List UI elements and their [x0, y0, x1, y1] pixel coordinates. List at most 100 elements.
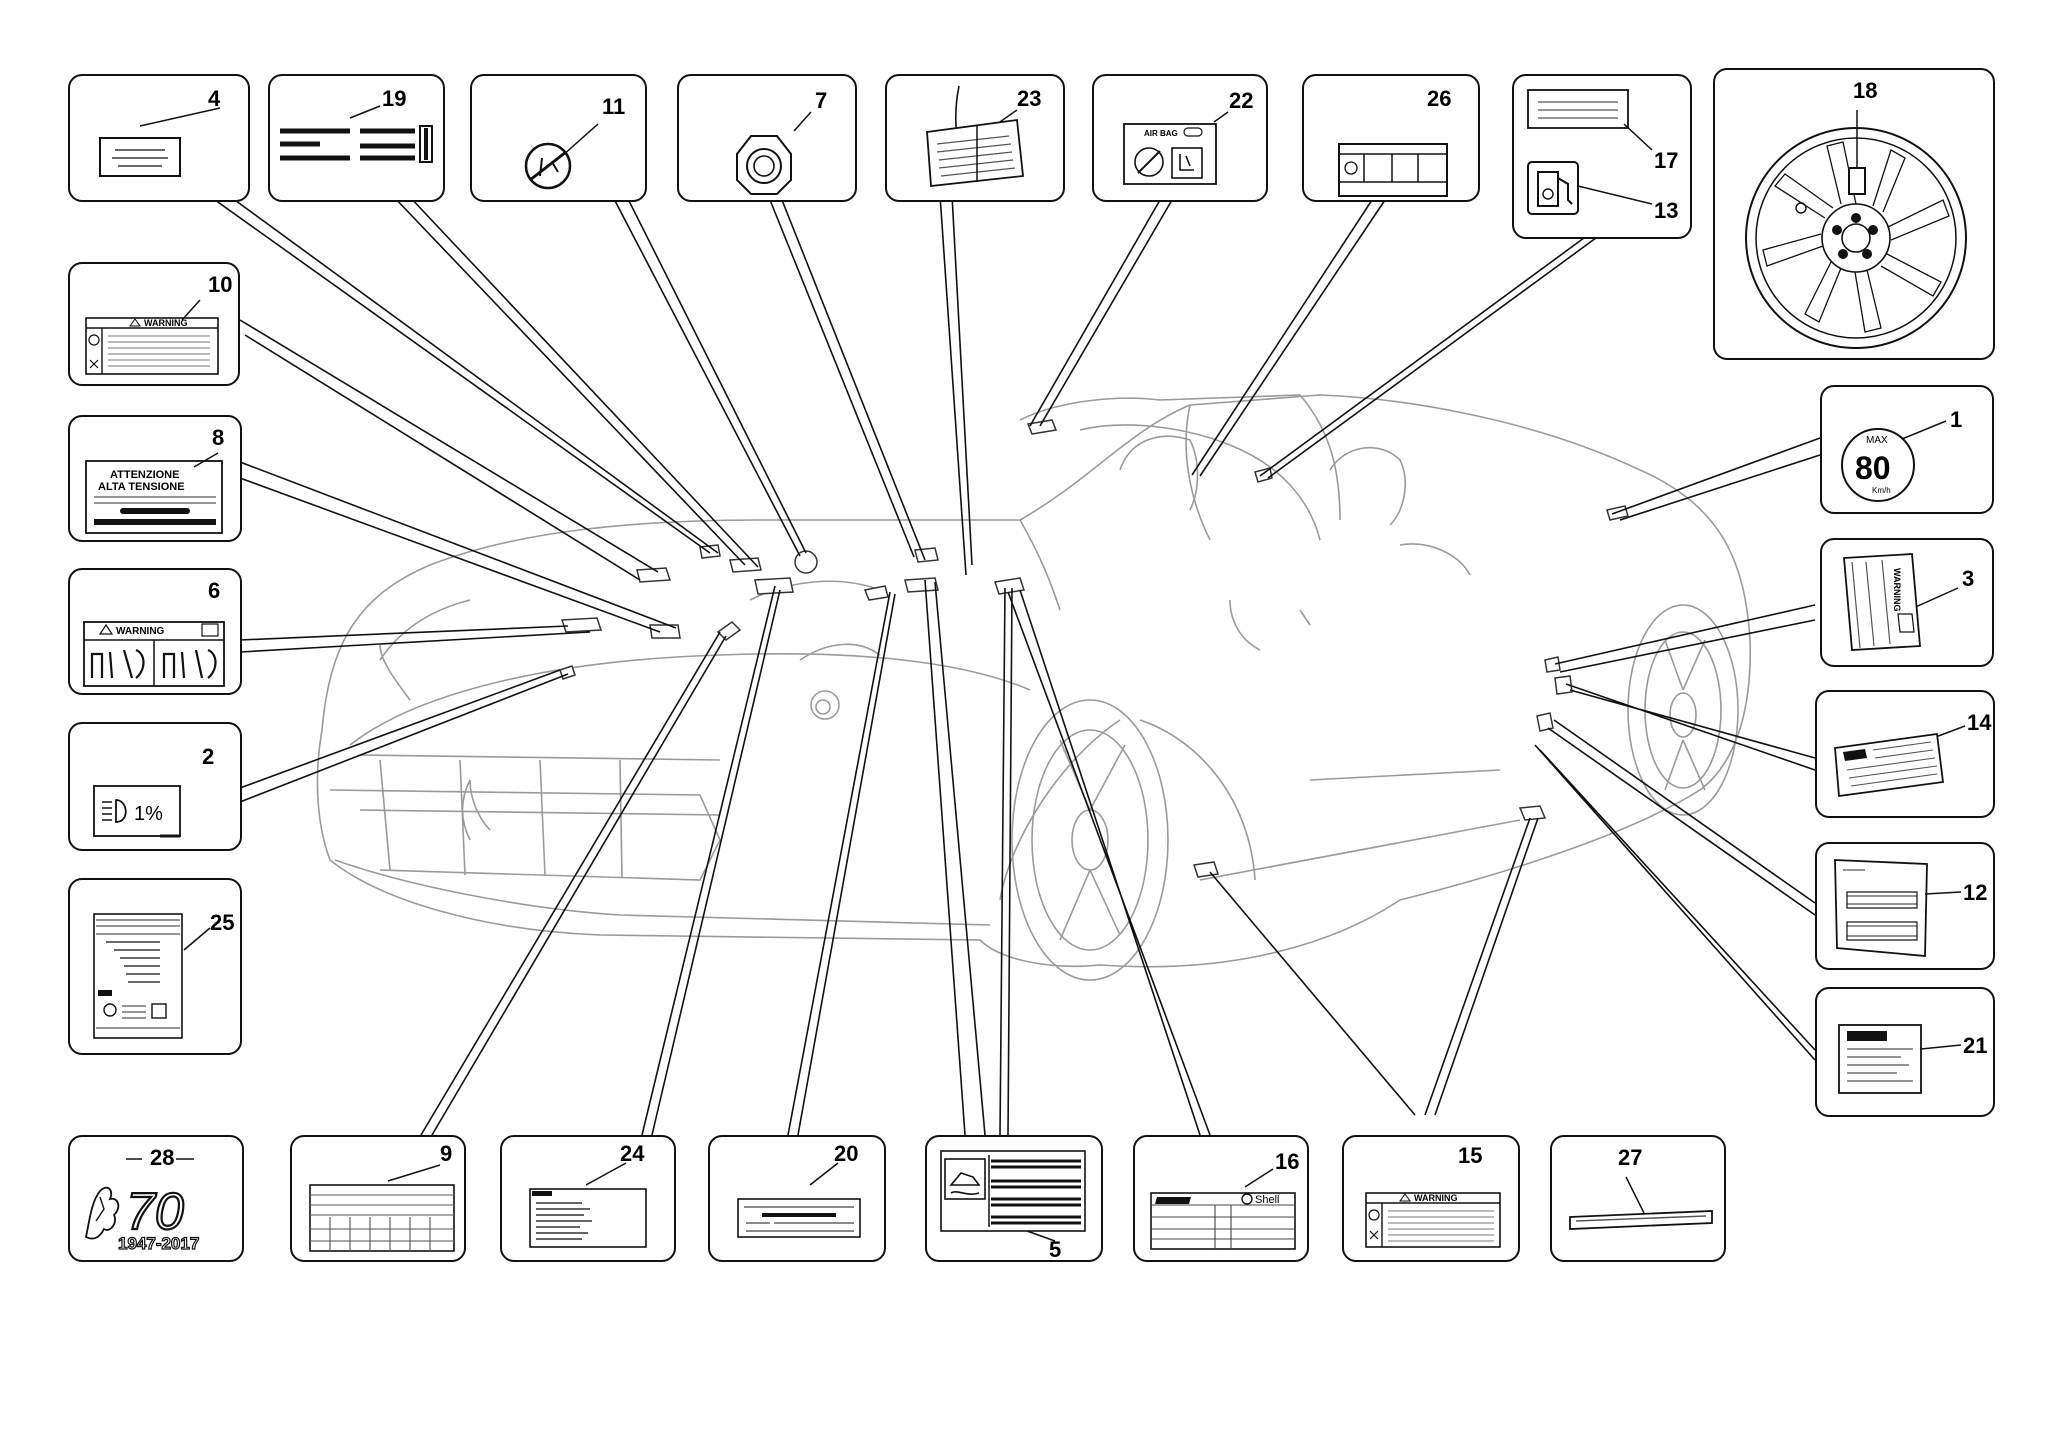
callout-21: 21: [1815, 987, 1995, 1117]
callout-number: 24: [620, 1141, 645, 1166]
callout-19: 19: [268, 74, 445, 202]
callout-number: 10: [208, 272, 233, 297]
callout-number: 8: [212, 425, 225, 450]
callout-number: 12: [1963, 880, 1988, 905]
anniversary-number-text: 70: [126, 1183, 184, 1241]
speed-unit-text: Km/h: [1872, 486, 1891, 495]
callout-number: 7: [815, 88, 828, 113]
callout-number: 27: [1618, 1145, 1643, 1170]
callout-number: 13: [1654, 198, 1679, 223]
callout-5: 5: [925, 1135, 1103, 1262]
callout-number: 3: [1962, 566, 1975, 591]
speed-limit-icon: MAX 80 Km/h: [1841, 420, 1947, 502]
table-label-icon: [309, 1164, 455, 1252]
callout-number: 17: [1654, 148, 1679, 173]
callout-26: 26: [1302, 74, 1480, 202]
callout-1: 1 MAX 80 Km/h: [1820, 385, 1994, 514]
fuel-cap-ring-icon: [736, 111, 812, 195]
callout-20: 20: [708, 1135, 886, 1262]
callout-11: 11: [470, 74, 647, 202]
callout-17-13: 17 13: [1512, 74, 1692, 239]
label-bars-icon: [280, 105, 433, 163]
tag-label-icon: [926, 85, 1024, 187]
label-lines-icon: [99, 107, 221, 177]
strip-label-icon: [737, 1162, 861, 1238]
callout-23: 23: [885, 74, 1065, 202]
callout-12: 12: [1815, 842, 1995, 970]
callout-number: 9: [440, 1141, 453, 1166]
callout-number: 19: [382, 86, 407, 111]
callout-28: 28 70 1947-2017: [68, 1135, 244, 1262]
callout-2: 2 1%: [68, 722, 242, 851]
callout-number: 22: [1229, 88, 1254, 113]
thin-strip-icon: [1569, 1176, 1713, 1230]
airbag-off-icon: [524, 123, 599, 190]
callout-6: 6 WARNING: [68, 568, 242, 695]
callout-9: 9: [290, 1135, 466, 1262]
callout-8: 8 ATTENZIONE ALTA TENSIONE: [68, 415, 242, 542]
airbag-warning-icon: AIR BAG: [1123, 111, 1229, 185]
shell-label-icon: Shell: [1150, 1168, 1296, 1250]
callout-number: 15: [1458, 1143, 1483, 1168]
warning-label-icon: WARNING: [85, 299, 219, 375]
callout-16: 16 Shell: [1133, 1135, 1309, 1262]
callout-number: 1: [1950, 407, 1963, 432]
callout-number: 16: [1275, 1149, 1300, 1174]
high-voltage-label-icon: ATTENZIONE ALTA TENSIONE: [85, 452, 223, 534]
fuel-pump-icon: [1527, 161, 1653, 215]
attenzione-text: ATTENZIONE: [110, 469, 179, 481]
anniversary-years-text: 1947-2017: [118, 1234, 199, 1253]
tyre-info-label-icon: [93, 913, 211, 1039]
callout-number: 11: [602, 94, 626, 119]
panel-label-icon: [1338, 143, 1448, 197]
headlight-aim-icon: 1%: [93, 785, 181, 838]
anniversary-badge-icon: 70 1947-2017: [84, 1158, 200, 1254]
car-outline: [316, 394, 1752, 981]
callout-14: 14: [1815, 690, 1995, 818]
door-label-icon: [1834, 859, 1962, 957]
warning-label-icon: WARNING: [1365, 1192, 1501, 1248]
ferrari-plate-icon: [1834, 725, 1966, 798]
shell-text: Shell: [1255, 1194, 1279, 1206]
callout-27: 27: [1550, 1135, 1726, 1262]
callout-15: 15 WARNING: [1342, 1135, 1520, 1262]
callout-number: 25: [210, 910, 235, 935]
callout-number: 21: [1963, 1033, 1988, 1058]
callout-3: 3 WARNING: [1820, 538, 1994, 667]
callout-25: 25: [68, 878, 242, 1055]
callout-number: 14: [1967, 710, 1992, 735]
callout-4: 4: [68, 74, 250, 202]
warning-pictogram-icon: WARNING: [83, 621, 225, 687]
callout-number: 5: [1049, 1237, 1062, 1262]
callout-18: 18: [1713, 68, 1995, 360]
callout-24: 24: [500, 1135, 676, 1262]
wheel-icon: [1745, 110, 1967, 349]
leader-lines: [207, 194, 1821, 1136]
callout-number: 2: [202, 744, 215, 769]
callout-number: 18: [1853, 78, 1878, 103]
callout-number: 4: [208, 86, 221, 111]
label-marks: [559, 419, 1629, 878]
callout-number: 23: [1017, 86, 1042, 111]
label-lines-icon: [1527, 89, 1653, 151]
info-sheet-icon: [1838, 1024, 1962, 1094]
callout-22: 22 AIR BAG: [1092, 74, 1268, 202]
warning-text: WARNING: [144, 318, 188, 328]
callout-number: 20: [834, 1141, 859, 1166]
text-label-icon: [529, 1162, 647, 1248]
oil-label-icon: [940, 1150, 1086, 1242]
warning-text: WARNING: [1892, 568, 1902, 612]
airbag-text: AIR BAG: [1144, 129, 1178, 138]
speed-max-text: MAX: [1866, 435, 1888, 446]
callout-number: 6: [208, 578, 221, 603]
headlight-percent-text: 1%: [134, 803, 163, 825]
alta-tensione-text: ALTA TENSIONE: [98, 481, 185, 493]
callout-number: 26: [1427, 86, 1452, 111]
warning-text: WARNING: [1414, 1193, 1458, 1203]
callout-7: 7: [677, 74, 857, 202]
warning-text: WARNING: [116, 626, 165, 637]
vertical-warning-label-icon: WARNING: [1843, 553, 1959, 651]
callout-10: 10 WARNING: [68, 262, 240, 386]
